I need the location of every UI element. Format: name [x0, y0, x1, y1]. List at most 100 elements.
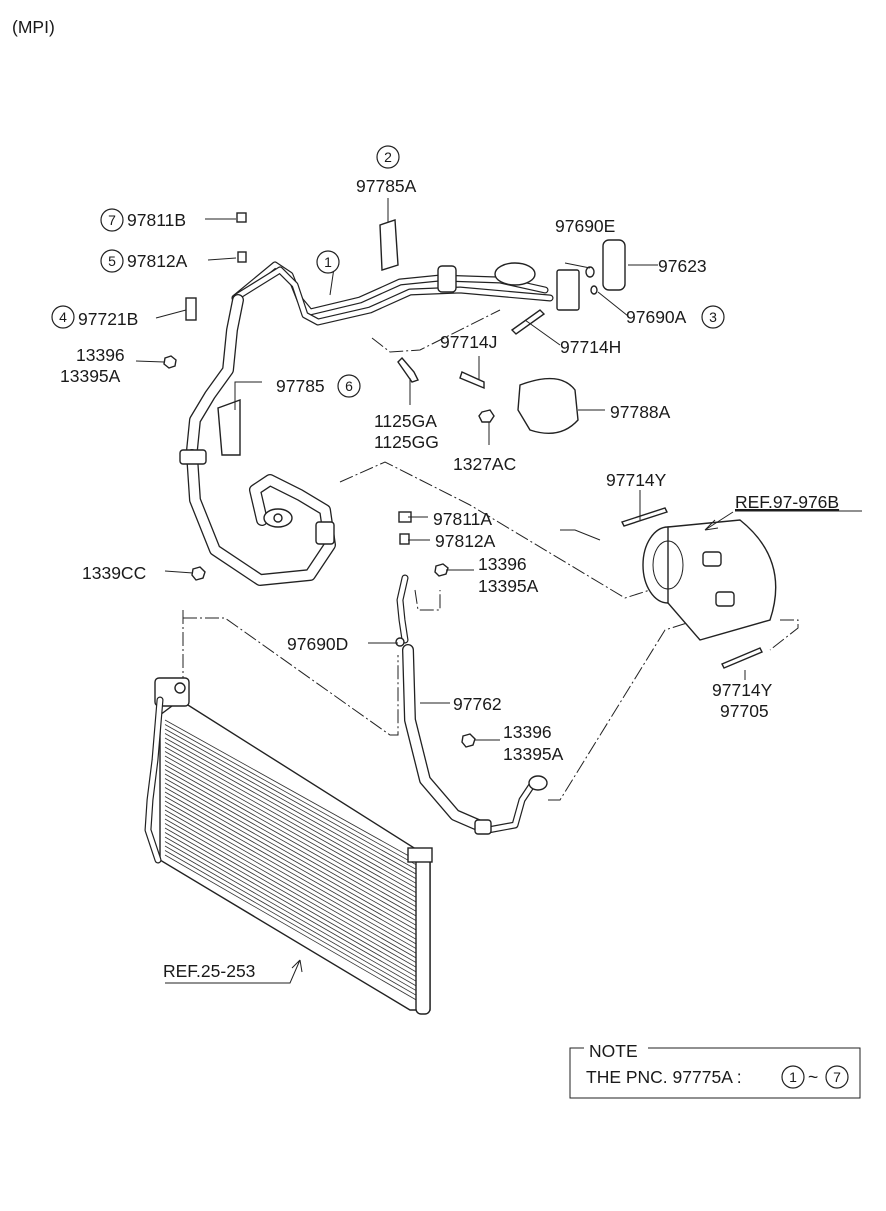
cap-97811B: [236, 212, 247, 223]
label-1327AC: 1327AC: [453, 454, 516, 474]
charge-port-fitting: [494, 262, 536, 286]
callout-6: 6: [337, 374, 361, 398]
fin-line: [164, 728, 426, 875]
fin-line: [164, 823, 426, 973]
ref-25-253[interactable]: REF.25-253: [163, 961, 255, 981]
label-97714J: 97714J: [440, 332, 497, 352]
label-97721B: 97721B: [78, 309, 138, 329]
fin-line: [164, 827, 426, 978]
svg-text:6: 6: [345, 378, 353, 394]
fin-line: [164, 787, 426, 936]
fin-line: [164, 724, 426, 871]
ref-line-condenser-frame: [182, 610, 399, 736]
fin-line: [164, 764, 426, 913]
fin-line: [164, 773, 426, 922]
ref-line-discharge-to-compressor: [548, 619, 799, 801]
fin-line: [164, 841, 426, 992]
tank-cap: [407, 847, 433, 863]
ref-97-976B[interactable]: REF.97-976B: [735, 492, 839, 512]
fin-line: [164, 845, 426, 997]
o-ring-97690D: [395, 637, 405, 647]
bolt-97714Y-bot: [721, 647, 763, 669]
fin-line: [164, 850, 426, 1001]
label-97788A: 97788A: [610, 402, 671, 422]
condenser: [144, 677, 433, 1015]
sensor-97721B: [185, 297, 197, 321]
ref-line-bracket: [371, 309, 501, 353]
label-1125GA: 1125GA: [374, 411, 437, 431]
bolt-1339CC: [191, 566, 206, 581]
label-97811B: 97811B: [127, 210, 186, 230]
label-13396-low: 13396: [503, 722, 552, 742]
nut-13395A-low: [461, 733, 476, 748]
fin-line: [164, 800, 426, 950]
valve-97623: [602, 239, 626, 291]
expansion-valve-block: [556, 269, 580, 311]
leader-lines: [135, 198, 746, 984]
svg-text:7: 7: [108, 212, 116, 228]
fin-line: [164, 809, 426, 959]
svg-text:3: 3: [709, 309, 717, 325]
note-tilde: ~: [808, 1067, 818, 1087]
callout-1: 1: [316, 250, 340, 274]
fin-line: [164, 778, 426, 927]
label-13395A-low: 13395A: [503, 744, 564, 764]
fin-line: [164, 760, 426, 908]
label-97812A-top: 97812A: [127, 251, 188, 271]
liquid-hose-loop: [179, 449, 336, 586]
label-13395A-mid: 13395A: [478, 576, 539, 596]
label-1339CC: 1339CC: [82, 563, 146, 583]
fin-line: [164, 791, 426, 941]
bolt-97714Y-top: [621, 507, 668, 527]
note-range-to: 7: [833, 1069, 841, 1085]
label-13396-mid: 13396: [478, 554, 527, 574]
note-title: NOTE: [589, 1041, 638, 1061]
callout-7: 7: [100, 208, 124, 232]
bracket-97785: [217, 399, 241, 456]
label-97762: 97762: [453, 694, 502, 714]
bolt-1125GA: [397, 356, 419, 383]
discharge-hose: [395, 574, 548, 835]
label-97623: 97623: [658, 256, 707, 276]
label-1125GG: 1125GG: [374, 432, 439, 452]
svg-text:1: 1: [324, 254, 332, 270]
label-97690E: 97690E: [555, 216, 615, 236]
fin-line: [164, 737, 426, 885]
bracket-97785A: [379, 219, 399, 271]
suction-line-assembly: [186, 261, 580, 456]
nut-1327AC: [478, 409, 495, 423]
callout-3: 3: [701, 305, 725, 329]
note-text: THE PNC. 97775A :: [586, 1067, 742, 1087]
label-97705: 97705: [720, 701, 769, 721]
receiver-drier-tank: [415, 857, 431, 1015]
bolt-97714J: [459, 371, 485, 390]
label-97714H: 97714H: [560, 337, 621, 357]
callout-5: 5: [100, 249, 124, 273]
ref-line-suction-clamp: [414, 589, 441, 611]
core-97812A: [237, 251, 247, 263]
label-97811A: 97811A: [433, 509, 492, 529]
core-97812A-mid: [399, 533, 410, 545]
fin-line: [164, 796, 426, 945]
fin-line: [164, 814, 426, 964]
fin-line: [164, 782, 426, 931]
label-13395A-left: 13395A: [60, 366, 121, 386]
fin-line: [164, 733, 426, 880]
label-97812A-mid: 97812A: [435, 531, 496, 551]
cover-97788A: [517, 377, 579, 434]
svg-text:2: 2: [384, 149, 392, 165]
fin-line: [164, 719, 426, 866]
label-97690A: 97690A: [626, 307, 687, 327]
label-97714Y-bot: 97714Y: [712, 680, 773, 700]
callout-4: 4: [51, 305, 75, 329]
nut-13395A-mid: [434, 563, 449, 577]
o-ring-97690A: [590, 285, 598, 295]
o-ring-97690E: [585, 266, 595, 278]
label-97714Y-top: 97714Y: [606, 470, 667, 490]
fin-line: [164, 836, 426, 987]
fin-line: [164, 769, 426, 917]
svg-text:5: 5: [108, 253, 116, 269]
fin-line: [164, 746, 426, 894]
